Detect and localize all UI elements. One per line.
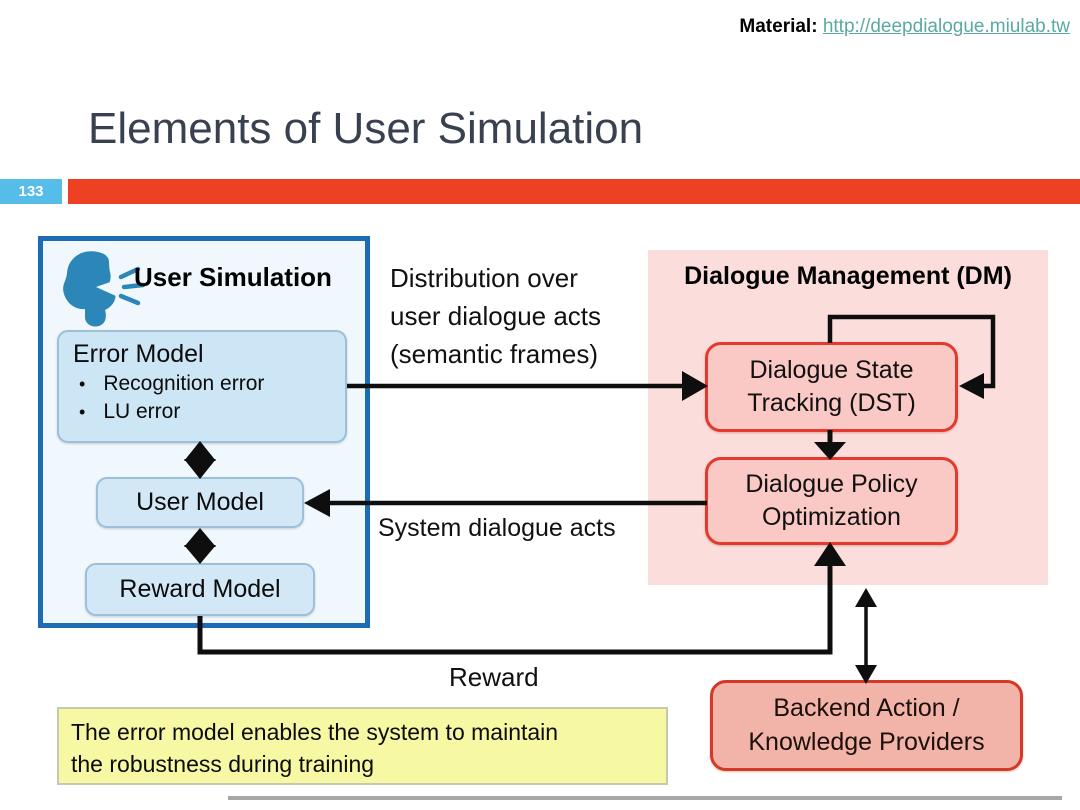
- user-model-label: User Model: [136, 488, 264, 516]
- note-box: The error model enables the system to ma…: [57, 707, 668, 785]
- bullet-text: Recognition error: [103, 372, 265, 395]
- page-title: Elements of User Simulation: [88, 104, 644, 153]
- dst-box: Dialogue State Tracking (DST): [705, 342, 958, 432]
- reward-label: Reward: [449, 662, 539, 692]
- distribution-label: Distribution over user dialogue acts (se…: [390, 259, 601, 374]
- error-model-bullet: • Recognition error: [79, 372, 335, 396]
- dialogue-policy-label: Dialogue Policy Optimization: [745, 469, 918, 531]
- reward-model-label: Reward Model: [119, 575, 281, 603]
- material-link[interactable]: http://deepdialogue.miulab.tw: [822, 16, 1070, 37]
- backend-label: Backend Action / Knowledge Providers: [748, 694, 985, 756]
- distribution-line: user dialogue acts: [390, 301, 602, 332]
- backend-box: Backend Action / Knowledge Providers: [710, 680, 1023, 771]
- error-model-title: Error Model: [73, 340, 204, 368]
- bullet-icon: •: [79, 374, 86, 394]
- note-line: the robustness during training: [71, 750, 375, 777]
- material-line: Material: http://deepdialogue.miulab.tw: [739, 16, 1070, 38]
- dst-label: Dialogue State Tracking (DST): [747, 355, 916, 417]
- title-accent-bar: [68, 179, 1080, 204]
- material-label: Material:: [739, 16, 818, 37]
- bottom-strip: [228, 796, 1062, 800]
- bullet-text: LU error: [103, 400, 181, 423]
- dialogue-management-title: Dialogue Management (DM): [684, 262, 1012, 290]
- user-model-box: User Model: [96, 477, 304, 528]
- reward-model-box: Reward Model: [85, 563, 315, 616]
- note-line: The error model enables the system to ma…: [71, 719, 559, 745]
- user-simulation-title: User Simulation: [134, 262, 332, 292]
- slide-number-badge: 133: [0, 179, 62, 204]
- system-dialogue-acts-label: System dialogue acts: [378, 514, 616, 542]
- speaking-head-icon: [63, 251, 146, 327]
- distribution-line: Distribution over: [390, 263, 578, 293]
- error-model-bullet: • LU error: [79, 400, 335, 424]
- dialogue-policy-box: Dialogue Policy Optimization: [705, 457, 958, 545]
- bullet-icon: •: [79, 402, 86, 422]
- error-model-box: Error Model • Recognition error • LU err…: [57, 330, 347, 443]
- distribution-line: (semantic frames): [390, 339, 599, 370]
